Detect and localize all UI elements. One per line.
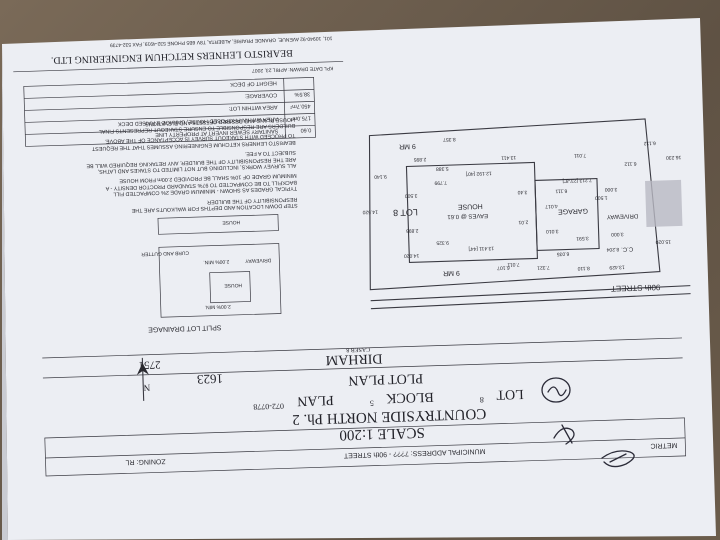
paper-shadow bbox=[2, 44, 8, 540]
dim-18: 7.799 bbox=[434, 179, 447, 185]
note-survey: ALL SURVEY WORKS, INCLUDING BUT NOT LIMI… bbox=[86, 149, 297, 175]
street-label: 90th STREET bbox=[611, 283, 661, 294]
split-lot-drainage-detail: SPLIT LOT DRAINAGE HOUSE DRIVEWAY 2.00% … bbox=[141, 214, 282, 333]
dim-14: 8.204 bbox=[606, 246, 619, 252]
title-client-sub: CASEB 8 bbox=[346, 346, 370, 353]
dim-9: 14.020 bbox=[404, 252, 420, 258]
dim-28: 3.591 bbox=[576, 235, 589, 241]
title-municipal-address: MUNICIPAL ADDRESS: 7??? - 90th STREET bbox=[343, 447, 485, 458]
title-zoning: ZONING: RL bbox=[125, 457, 165, 465]
mr-top-label: 9 MR bbox=[443, 269, 460, 277]
lot-label: LOT 8 bbox=[393, 207, 418, 218]
dim-30: 2.895 bbox=[406, 227, 419, 233]
dim-5: 6.112 bbox=[624, 160, 637, 166]
title-block-value: 5 bbox=[370, 399, 374, 408]
house-label: HOUSE bbox=[457, 202, 482, 210]
dim-20: 2.895 bbox=[413, 156, 426, 162]
title-block: METRIC MUNICIPAL ADDRESS: 7??? - 90th ST… bbox=[44, 417, 687, 477]
title-plan-value: 072-0778 bbox=[253, 401, 284, 411]
info-row-4-label: COVERAGE: bbox=[244, 92, 277, 99]
title-plan-prefix: PLAN bbox=[297, 392, 334, 408]
dim-12: 7.011 bbox=[574, 152, 587, 158]
dim-26: 4.017 bbox=[545, 203, 558, 209]
dim-3: 7.321 bbox=[537, 264, 550, 270]
dim-11: 13.411 bbox=[501, 154, 516, 160]
dim-35: 9.140 bbox=[374, 173, 387, 179]
dim-16: 3.000 bbox=[604, 186, 617, 192]
title-scale: SCALE 1:200 bbox=[339, 424, 425, 443]
info-row-2-value: 175.0m² bbox=[290, 114, 311, 121]
north-label: N bbox=[143, 383, 150, 393]
paper bbox=[2, 18, 716, 540]
info-row-4-value: 38.5% bbox=[294, 90, 310, 96]
north-arrow: N bbox=[136, 357, 150, 401]
dim-22: 12.192 [40'] bbox=[465, 170, 492, 177]
title-sheet: PLOT PLAN bbox=[348, 370, 423, 387]
info-row-1-label: SANITARY SEWER INVERT AT PROPERTY LINE bbox=[155, 127, 279, 137]
dim-6: 15.020 bbox=[655, 238, 671, 244]
info-row-2-label: AREA WITHIN PROPOSED HOUSE, GARAGE & RAI… bbox=[117, 116, 278, 127]
dim-7: 6.112 bbox=[643, 140, 656, 146]
title-legal: METRIC bbox=[650, 441, 677, 449]
detail-house-2: HOUSE bbox=[222, 219, 241, 226]
title-client: DIRHAM bbox=[325, 350, 383, 367]
title-subdivision: COUNTRYSIDE NORTH Ph. 2 bbox=[292, 405, 487, 427]
garage-label: GARAGE bbox=[558, 207, 588, 215]
dim-10: 8.357 bbox=[443, 136, 456, 142]
info-row-3-label: AREA WITHIN LOT: bbox=[228, 104, 278, 112]
info-row-3-value: 450.7m² bbox=[290, 102, 311, 109]
title-lot-value: 8 bbox=[480, 395, 484, 404]
cc-label: C.C. bbox=[621, 245, 634, 251]
site-plan: 90th STREET LOT 8 DRIVEWAY GARAGE HOUSE … bbox=[362, 118, 691, 310]
dim-1: 13.429 bbox=[609, 264, 625, 270]
date-drawn: KPL DATE DRAWN: APRIL 23, 2007 bbox=[252, 65, 334, 74]
dim-21: 6.111 bbox=[555, 187, 567, 193]
dim-8: 16.230 bbox=[666, 154, 682, 160]
detail-caption: SPLIT LOT DRAINAGE bbox=[148, 323, 222, 332]
dim-31: 3.500 bbox=[405, 192, 418, 198]
detail-curb: CURB AND GUTTER bbox=[141, 249, 189, 257]
dim-29: 1.500 bbox=[595, 194, 608, 200]
detail-house: HOUSE bbox=[224, 282, 243, 289]
dim-34: 14.520 bbox=[362, 208, 378, 214]
dim-15: 6.035 bbox=[556, 250, 569, 256]
dim-33: 3.40 bbox=[517, 189, 527, 195]
eaves-label: EAVES @ 0.61 bbox=[447, 212, 488, 219]
dim-23: 13.411 [44'] bbox=[468, 245, 494, 252]
driveway-label: DRIVEWAY bbox=[607, 212, 639, 219]
dim-19: 5.388 bbox=[436, 165, 449, 171]
handwritten-initials bbox=[541, 377, 635, 468]
dim-2: 8.110 bbox=[577, 265, 590, 271]
detail-driveway: DRIVEWAY bbox=[244, 257, 271, 264]
detail-min-2: 2.00% MIN. bbox=[203, 258, 229, 265]
dim-32: 2.01 bbox=[518, 219, 528, 225]
title-lot-prefix: LOT bbox=[496, 386, 524, 402]
dim-17: 9.325 bbox=[436, 239, 449, 245]
mr-bottom-label: 9 MR bbox=[399, 142, 416, 150]
title-main: COUNTRYSIDE NORTH Ph. 2 LOT 8 BLOCK 5 PL… bbox=[42, 337, 683, 427]
info-row-1-value: 0.60 bbox=[300, 126, 311, 132]
info-row-5-label: HEIGHT OF DECK bbox=[230, 80, 277, 87]
dim-24: 3.000 bbox=[611, 231, 624, 237]
dim-13: 7.011 bbox=[507, 261, 520, 267]
info-table: SANITARY SEWER INVERT AT PROPERTY LINE 0… bbox=[23, 76, 316, 147]
title-block-prefix: BLOCK bbox=[386, 389, 434, 405]
note-typical: TYPICAL GRADES AS SHOWN - MINIMUM GRADE … bbox=[105, 172, 298, 197]
title-job-number: 1623 bbox=[197, 371, 223, 387]
dim-25: 7.213 [23'-8"] bbox=[562, 177, 592, 184]
dim-4: 6.107 bbox=[497, 264, 510, 270]
detail-min-1: 2.00% MIN. bbox=[205, 303, 231, 310]
dim-27: 3.010 bbox=[546, 228, 559, 234]
